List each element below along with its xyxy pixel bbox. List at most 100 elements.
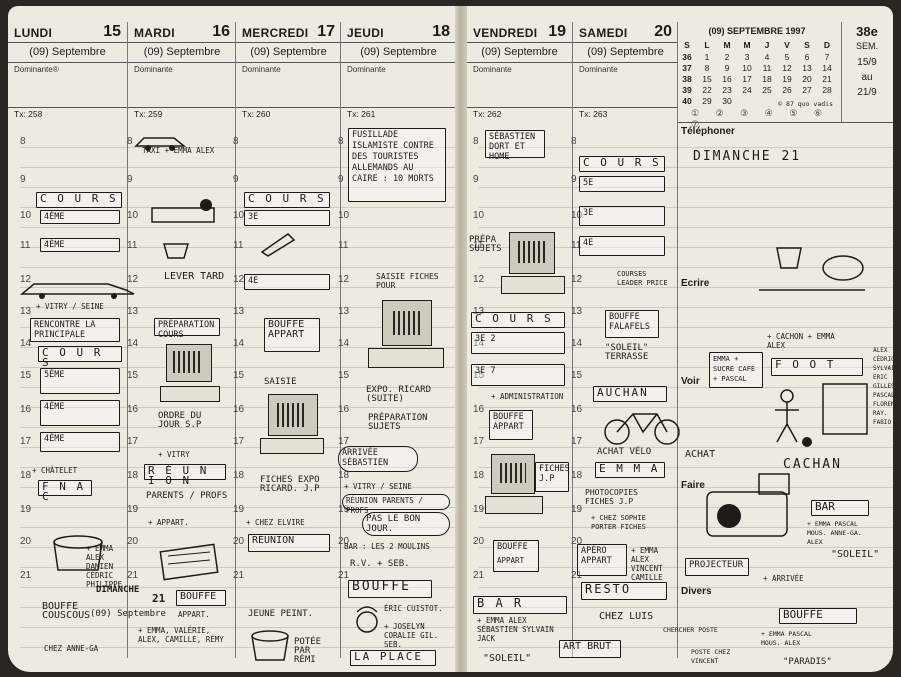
note-bouffe: BOUFFE COUSCOUS [42, 601, 91, 621]
hour-label: 9 [127, 174, 133, 185]
computer-drawing [256, 390, 326, 456]
date-cell: 30 [722, 96, 732, 106]
hour-label: 9 [473, 174, 479, 185]
hour-label: 15 [20, 370, 32, 381]
section-faire: Faire [681, 480, 705, 491]
hour-label: 14 [127, 338, 139, 349]
note-chez: CHEZ ANNE-GA [44, 644, 99, 653]
book-spine [455, 6, 467, 672]
hour-label: 9 [20, 174, 26, 185]
hour-label: 11 [20, 240, 31, 251]
note-class: 3e [579, 206, 665, 226]
weekday-header: S [804, 40, 810, 50]
day-header-friday: VENDREDI 19 (09) Septembre Dominante Tx:… [467, 22, 572, 122]
tx-label: Tx: 260 [242, 109, 271, 119]
hour-label: 10 [473, 210, 485, 221]
note-cachon: + CACHON + EMMA ALEX [767, 332, 835, 350]
hour-label: 14 [233, 338, 245, 349]
tx-label: Tx: 262 [473, 109, 502, 119]
note-bar: BAR : LES 2 MOULINS [344, 542, 430, 551]
weekday-header: L [704, 40, 710, 50]
note-ordre: ORDRE DU JOUR S.P [158, 411, 202, 430]
day-header-thursday: JEUDI 18 (09) Septembre Dominante Tx: 26… [340, 22, 456, 122]
hour-label: 19 [473, 504, 485, 515]
hour-label: 18 [473, 470, 485, 481]
note-class: 3e [244, 210, 330, 226]
hour-label: 21 [571, 570, 583, 581]
note-class: 4e [244, 274, 330, 290]
note-prep: PRÉPARATION COURS [154, 318, 220, 340]
hour-label: 20 [127, 536, 139, 547]
day-number: 17 [317, 23, 335, 40]
hour-label: 20 [20, 536, 32, 547]
hour-label: 20 [233, 536, 245, 547]
dominante-label: Dominante [473, 65, 512, 74]
hour-label: 18 [20, 470, 32, 481]
day-month: (09) Septembre [29, 46, 106, 58]
hour-label: 16 [20, 404, 32, 415]
date-cell: 3 [744, 52, 750, 62]
weekday-header: D [823, 40, 831, 50]
day-number: 18 [432, 23, 450, 40]
hour-label: 9 [233, 174, 239, 185]
note-guests: + EMMA ALEX VINCENT CAMILLE [631, 546, 663, 582]
pot-drawing [248, 628, 292, 664]
note-expo: EXPO. RICARD (SUITE) [366, 385, 432, 404]
date-cell: 22 [702, 85, 712, 95]
date-cell: 4 [764, 52, 770, 62]
note-bar-guests: + EMMA PASCAL MOUS. ANNE-GA. ALEX [807, 520, 862, 546]
hour-label: 16 [127, 404, 139, 415]
date-cell: 18 [762, 74, 772, 84]
note-sebastien: SÉBASTIEN DORT ET HOME [485, 130, 545, 162]
sunday-title: DIMANCHE 21 [693, 149, 802, 164]
note-fiches: FICHES EXPO RICARD. J.P [260, 475, 320, 494]
dominante-label: Dominante [347, 65, 386, 74]
hour-label: 19 [20, 504, 32, 515]
hour-label: 8 [571, 136, 577, 147]
note-emma: E M M A [595, 462, 665, 478]
column-divider [127, 22, 128, 658]
day-number: 16 [212, 23, 230, 40]
note-emma: EMMA + SUCRE CAFÉ + PASCAL [709, 352, 763, 388]
note-apero: APÉRO APPART [577, 544, 627, 576]
note-vitry: + VITRY / SEINE [344, 482, 412, 491]
hour-label: 11 [338, 240, 349, 251]
day-header-monday: LUNDI 15 (09) Septembre Dominante® Tx: 2… [8, 22, 127, 122]
section-ecrire: Ecrire [681, 278, 710, 289]
hour-label: 13 [20, 306, 32, 317]
hour-label: 21 [473, 570, 485, 581]
hour-label: 17 [338, 436, 350, 447]
note-bouffe: BOUFFE [779, 608, 857, 624]
agenda-spread: LUNDI 15 (09) Septembre Dominante® Tx: 2… [8, 6, 893, 672]
hour-label: 15 [473, 370, 485, 381]
breakfast-drawing [757, 228, 867, 292]
note-cours: C O U R S [579, 156, 665, 172]
hour-label: 20 [571, 536, 583, 547]
note-chercher-2: POSTE CHEZ VINCENT [691, 648, 731, 665]
weekday-header: M [723, 40, 731, 50]
hour-label: 16 [338, 404, 350, 415]
hour-label: 8 [473, 136, 479, 147]
note-fiches: FICHES J.P [535, 462, 570, 492]
note-peint: JEUNE PEINT. [248, 609, 314, 619]
note-resto: RESTO [581, 582, 667, 600]
hour-label: 14 [473, 338, 485, 349]
hour-label: 19 [571, 504, 583, 515]
hour-label: 17 [127, 436, 139, 447]
hour-label: 19 [127, 504, 139, 515]
hour-label: 17 [233, 436, 245, 447]
hour-label: 12 [571, 274, 583, 285]
section-telephoner: Téléphoner [681, 126, 735, 137]
date-cell: 13 [802, 63, 812, 73]
hour-label: 10 [20, 210, 32, 221]
hour-label: 13 [338, 306, 350, 317]
date-cell: 21 [822, 74, 832, 84]
hour-label: 10 [233, 210, 245, 221]
note-luis: CHEZ LUIS [599, 611, 654, 622]
dominante-label: Dominante [134, 65, 173, 74]
week-number-cell: 36 [682, 52, 692, 62]
day-header-saturday: SAMEDI 20 (09) Septembre Dominante Tx: 2… [572, 22, 678, 122]
